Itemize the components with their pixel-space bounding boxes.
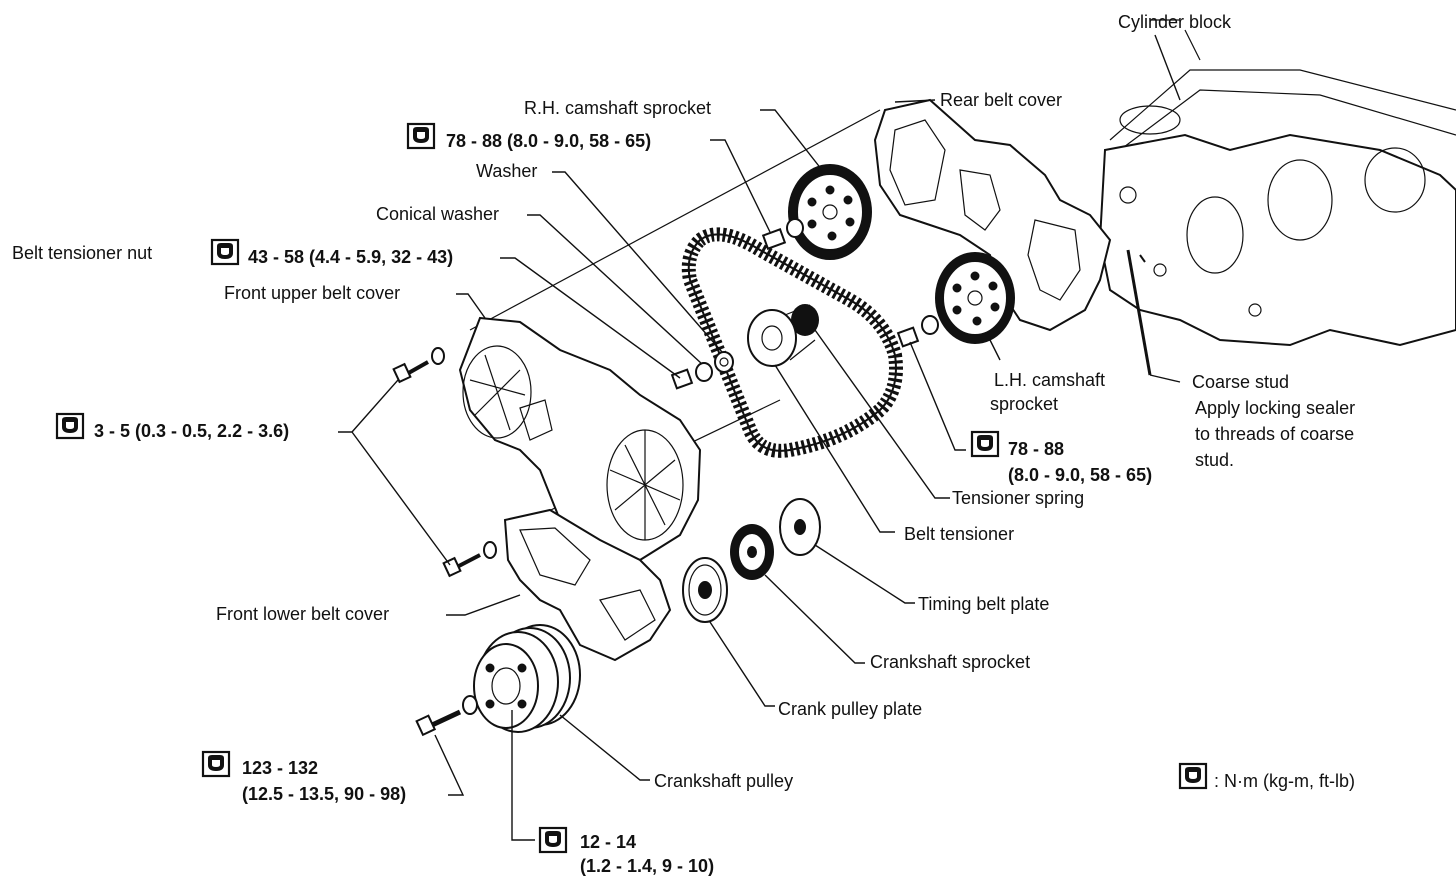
rh-cam-bolt-torque: 78 - 88 (8.0 - 9.0, 58 - 65) — [446, 131, 651, 151]
torque-wrench-icon — [1178, 762, 1208, 790]
lh-camshaft-sprocket-leader — [989, 339, 1001, 361]
crankshaft-sprocket-label: Crankshaft sprocket — [870, 652, 1030, 672]
rh-camshaft-sprocket-leader — [760, 109, 823, 171]
front-upper-belt-cover-leader — [456, 293, 486, 319]
pulley-bolts-torque-line2: (1.2 - 1.4, 9 - 10) — [580, 856, 714, 876]
coarse-stud-note-line2: to threads of coarse — [1195, 424, 1354, 444]
cylinder-block-label: Cylinder block — [1118, 12, 1232, 32]
belt-tensioner-leader — [774, 364, 895, 533]
front-lower-belt-cover — [503, 508, 672, 662]
timing-belt-plate-leader — [814, 544, 915, 604]
crank-bolt-torque-line2: (12.5 - 13.5, 90 - 98) — [242, 784, 406, 804]
tensioner-nut-part — [670, 368, 694, 390]
cover-bolts-torque: 3 - 5 (0.3 - 0.5, 2.2 - 3.6) — [94, 421, 289, 441]
washer-label: Washer — [476, 161, 537, 181]
crank-pulley-plate — [682, 557, 728, 623]
lh-camshaft-sprocket — [935, 252, 1015, 344]
lh-cam-bolt — [896, 315, 939, 348]
tensioner-nut-leader — [500, 257, 681, 379]
conical-washer-label: Conical washer — [376, 204, 499, 224]
front-lower-belt-cover-leader — [446, 594, 521, 616]
tensioner-nut-torque: 43 - 58 (4.4 - 5.9, 32 - 43) — [248, 247, 453, 267]
torque-wrench-icon — [201, 750, 231, 778]
rear-belt-cover-leader — [894, 99, 936, 103]
torque-wrench-icon — [55, 412, 85, 440]
crank-bolt-torque-line1: 123 - 132 — [242, 758, 318, 778]
lh-cam-bolt-torque-line1: 78 - 88 — [1008, 439, 1064, 459]
crankshaft-pulley-label: Crankshaft pulley — [654, 771, 793, 791]
conical-washer-leader — [527, 214, 703, 365]
timing-belt — [681, 227, 903, 458]
lh-camshaft-sprocket-label-line1: L.H. camshaft — [994, 370, 1105, 390]
cylinder-block — [1098, 19, 1456, 347]
crank-bolt — [415, 695, 478, 737]
upper-cover-bolt — [392, 347, 445, 384]
washer-part — [714, 351, 734, 373]
pulley-bolts-leader — [511, 710, 535, 841]
rh-camshaft-sprocket — [788, 164, 872, 260]
front-upper-belt-cover — [458, 316, 702, 562]
lh-cam-bolt-leader — [909, 341, 966, 451]
belt-tensioner-nut-label: Belt tensioner nut — [12, 243, 152, 263]
conical-washer-part — [695, 362, 713, 382]
crank-bolt-leader — [434, 734, 465, 796]
coarse-stud-leader — [1149, 374, 1181, 383]
lower-cover-bolt — [442, 541, 497, 578]
pulley-bolts-torque-line1: 12 - 14 — [580, 832, 636, 852]
front-upper-belt-cover-label: Front upper belt cover — [224, 283, 400, 303]
torque-wrench-icon — [538, 826, 568, 854]
alignment-line-upper — [469, 109, 881, 331]
torque-wrench-icon — [406, 122, 436, 150]
crankshaft-sprocket — [730, 524, 774, 580]
rh-cam-bolt — [761, 218, 804, 250]
crankshaft-pulley-leader — [559, 714, 650, 781]
coarse-stud-label: Coarse stud — [1192, 372, 1289, 392]
belt-tensioner — [747, 304, 819, 367]
rear-belt-cover-label: Rear belt cover — [940, 90, 1062, 110]
crankshaft-pulley — [473, 624, 581, 733]
cylinder-block-leader — [1154, 34, 1181, 101]
belt-tensioner-label: Belt tensioner — [904, 524, 1014, 544]
rear-belt-cover — [873, 98, 1112, 332]
coarse-stud-note-line3: stud. — [1195, 450, 1234, 470]
timing-belt-plate — [779, 498, 821, 556]
rh-camshaft-sprocket-label: R.H. camshaft sprocket — [524, 98, 711, 118]
cover-bolts-leader — [338, 379, 451, 566]
tensioner-spring-leader — [814, 329, 950, 499]
lh-camshaft-sprocket-label-line2: sprocket — [990, 394, 1058, 414]
torque-wrench-icon — [970, 430, 1000, 458]
lh-cam-bolt-torque-line2: (8.0 - 9.0, 58 - 65) — [1008, 465, 1152, 485]
crankshaft-sprocket-leader — [764, 574, 865, 664]
torque-wrench-icon — [210, 238, 240, 266]
coarse-stud-note-line1: Apply locking sealer — [1195, 398, 1355, 418]
crank-pulley-plate-label: Crank pulley plate — [778, 699, 922, 719]
tensioner-spring-label: Tensioner spring — [952, 488, 1084, 508]
front-lower-belt-cover-label: Front lower belt cover — [216, 604, 389, 624]
washer-leader — [552, 171, 723, 353]
legend-text: : N·m (kg-m, ft-lb) — [1214, 771, 1355, 791]
crank-pulley-plate-leader — [709, 621, 775, 707]
rh-cam-bolt-leader — [710, 139, 771, 233]
timing-belt-plate-label: Timing belt plate — [918, 594, 1049, 614]
coarse-stud — [1126, 249, 1152, 376]
